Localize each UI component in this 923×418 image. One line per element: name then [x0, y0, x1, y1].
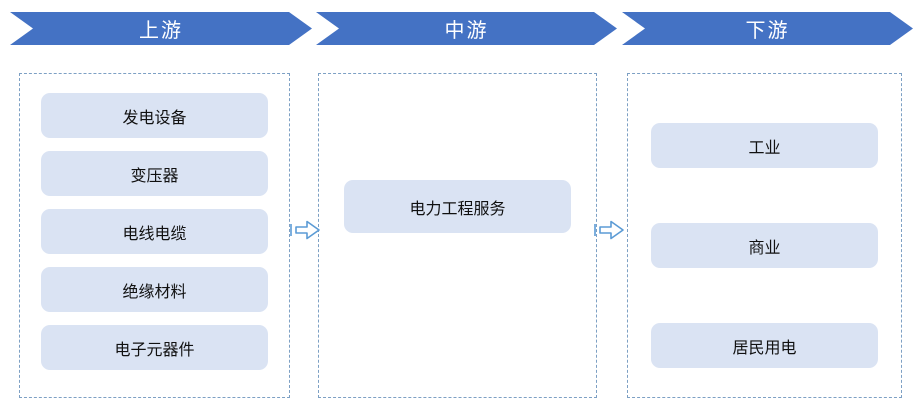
stage-arrow-upstream: 上游 [10, 12, 312, 45]
downstream-item-label: 商业 [748, 239, 781, 257]
downstream-item-label: 居民用电 [732, 339, 797, 357]
upstream-item: 电子元器件 [41, 325, 268, 370]
downstream-item-label: 工业 [748, 139, 781, 157]
downstream-item: 工业 [651, 123, 878, 168]
upstream-item-label: 变压器 [130, 167, 179, 185]
stage-label-downstream: 下游 [745, 20, 790, 42]
upstream-item: 变压器 [41, 151, 268, 196]
striped-right-arrow-icon [594, 220, 624, 240]
upstream-item-label: 发电设备 [122, 109, 187, 127]
midstream-container: 电力工程服务 [318, 73, 597, 398]
upstream-item-label: 电线电缆 [122, 225, 187, 243]
upstream-container: 发电设备 变压器 电线电缆 绝缘材料 电子元器件 [19, 73, 290, 398]
downstream-container: 工业 商业 居民用电 [627, 73, 902, 398]
midstream-item: 电力工程服务 [344, 180, 571, 233]
downstream-item: 居民用电 [651, 323, 878, 368]
upstream-item: 绝缘材料 [41, 267, 268, 312]
downstream-item: 商业 [651, 223, 878, 268]
stage-arrow-downstream: 下游 [622, 12, 913, 45]
stage-label-upstream: 上游 [139, 20, 183, 42]
midstream-item-label: 电力工程服务 [409, 200, 506, 218]
stage-arrow-midstream: 中游 [316, 12, 617, 45]
upstream-item-label: 电子元器件 [114, 341, 195, 359]
striped-right-arrow-icon [290, 220, 320, 240]
upstream-item-label: 绝缘材料 [122, 283, 187, 301]
upstream-item: 电线电缆 [41, 209, 268, 254]
upstream-item: 发电设备 [41, 93, 268, 138]
stage-label-midstream: 中游 [444, 20, 489, 42]
